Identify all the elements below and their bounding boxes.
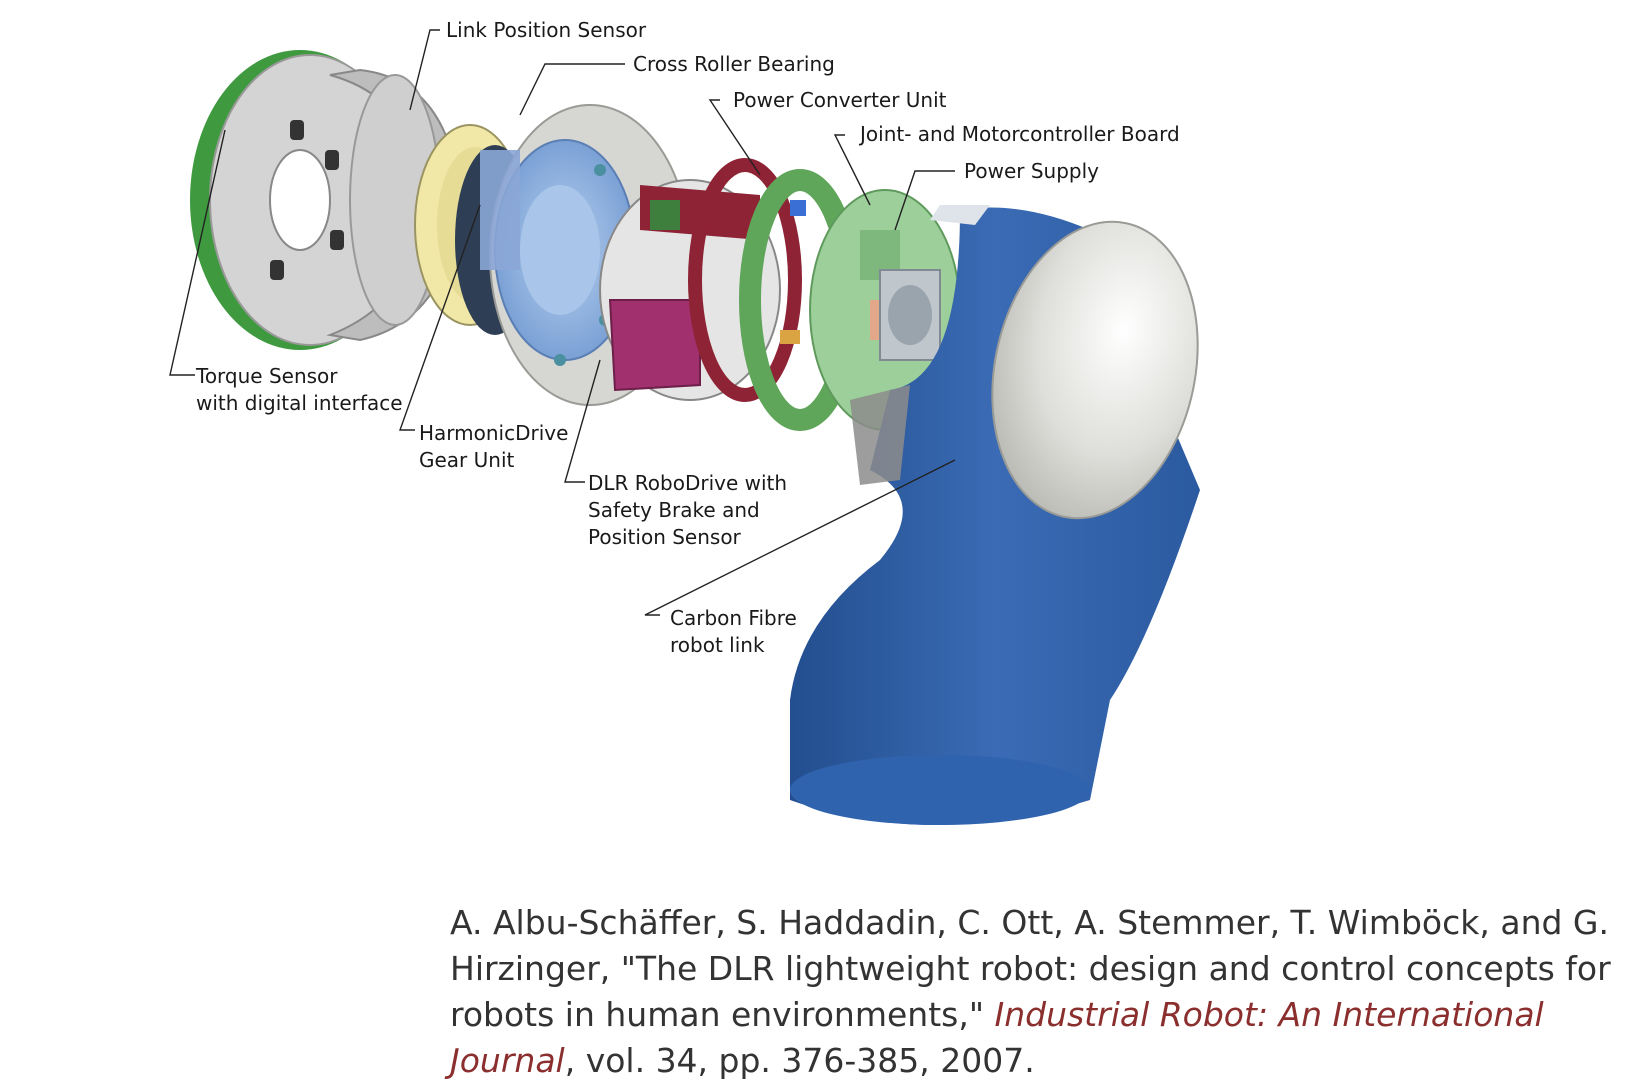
label-link-position-sensor: Link Position Sensor <box>446 17 646 44</box>
label-line: Gear Unit <box>419 448 515 472</box>
citation: A. Albu-Schäffer, S. Haddadin, C. Ott, A… <box>450 900 1630 1084</box>
label-text: Joint- and Motorcontroller Board <box>860 122 1180 146</box>
label-line: Safety Brake and <box>588 498 760 522</box>
label-line: robot link <box>670 633 765 657</box>
label-joint-motorcontroller-board: Joint- and Motorcontroller Board <box>860 121 1180 148</box>
label-line: HarmonicDrive <box>419 421 569 445</box>
citation-authors-title: A. Albu-Schäffer, S. Haddadin, C. Ott, A… <box>450 903 1611 1034</box>
label-power-converter-unit: Power Converter Unit <box>733 87 947 114</box>
label-carbon-fibre: Carbon Fibre robot link <box>670 605 797 659</box>
label-power-supply: Power Supply <box>964 158 1099 185</box>
label-text: Power Supply <box>964 159 1099 183</box>
label-text: Cross Roller Bearing <box>633 52 835 76</box>
power-supply-part <box>879 269 941 361</box>
citation-journal-link[interactable]: Industrial Robot: An International Journ… <box>450 995 1544 1080</box>
carbon-fibre-link-part <box>790 205 1200 825</box>
label-harmonicdrive: HarmonicDrive Gear Unit <box>419 420 568 474</box>
label-text: Link Position Sensor <box>446 18 647 42</box>
citation-details: , vol. 34, pp. 376-385, 2007. <box>564 1041 1035 1080</box>
label-torque-sensor: Torque Sensor with digital interface <box>196 363 403 417</box>
label-line: Position Sensor <box>588 525 741 549</box>
label-cross-roller-bearing: Cross Roller Bearing <box>633 51 835 78</box>
exploded-joint-illustration <box>169 29 1200 825</box>
robodrive-part <box>599 158 802 402</box>
label-line: DLR RoboDrive with <box>588 471 788 495</box>
label-line: Torque Sensor <box>196 364 338 388</box>
label-line: with digital interface <box>196 391 403 415</box>
label-text: Power Converter Unit <box>733 88 947 112</box>
label-robodrive: DLR RoboDrive with Safety Brake and Posi… <box>588 470 787 551</box>
leader-lines <box>169 29 956 616</box>
label-line: Carbon Fibre <box>670 606 797 630</box>
